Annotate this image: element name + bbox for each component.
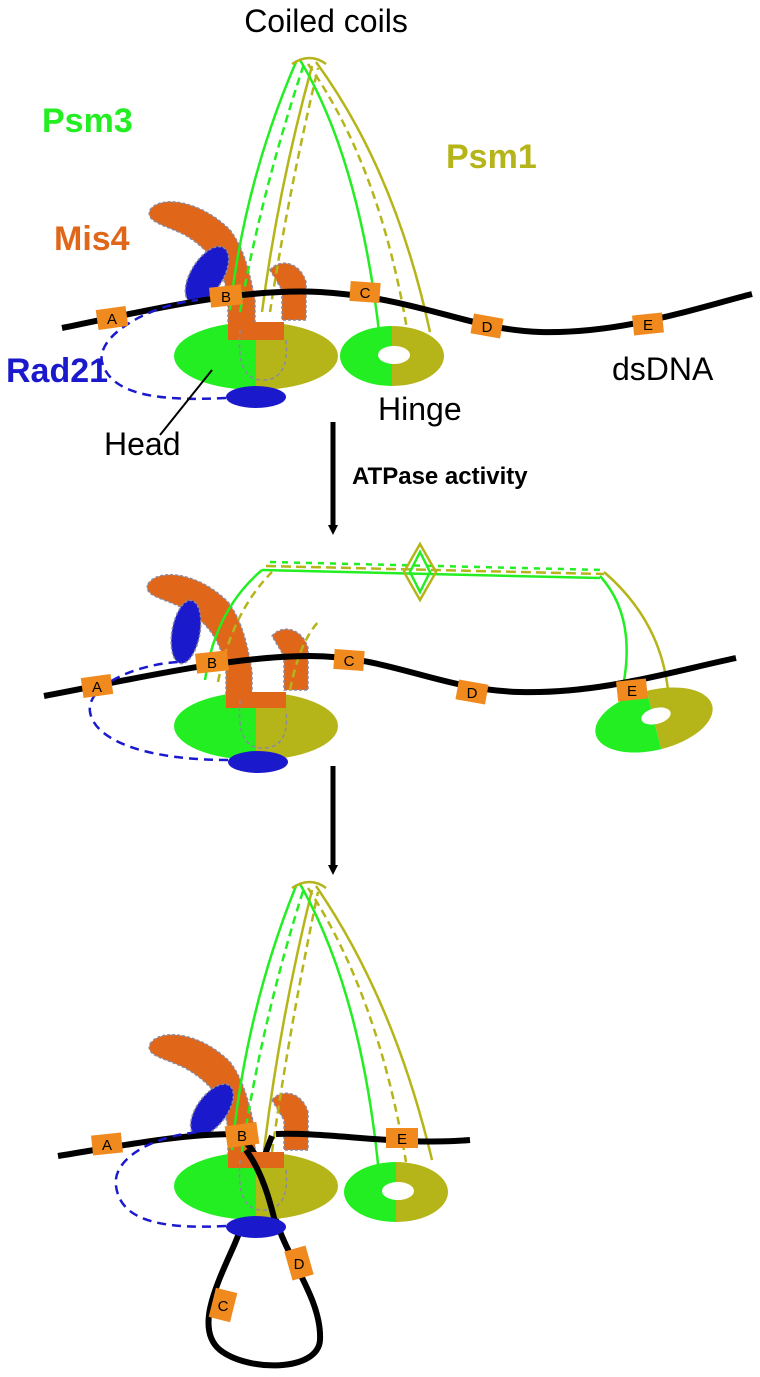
site-b: B <box>209 284 243 308</box>
smc-head-3 <box>174 1152 338 1220</box>
svg-text:D: D <box>467 685 478 702</box>
site-b-2: B <box>195 650 229 674</box>
svg-text:A: A <box>102 1137 112 1154</box>
mis4-label: Mis4 <box>54 220 130 258</box>
site-e: E <box>632 312 664 336</box>
rad21-bottom-oval-3 <box>226 1216 286 1238</box>
psm3-label: Psm3 <box>42 102 133 140</box>
smc-head-2 <box>174 692 338 760</box>
coiled-coils-label: Coiled coils <box>244 3 408 39</box>
hinge-label: Hinge <box>378 391 462 427</box>
rad21-top-oval-2 <box>170 599 202 665</box>
panel-2: A B C D E <box>43 541 737 773</box>
rad21-linker-dashed-2 <box>88 660 229 762</box>
psm3-coil-left <box>228 61 298 311</box>
svg-text:E: E <box>397 1131 407 1148</box>
smc-head <box>174 322 338 390</box>
svg-text:C: C <box>344 653 355 670</box>
coiled-coil-arms <box>228 56 432 341</box>
svg-text:A: A <box>92 679 102 696</box>
rad21-label: Rad21 <box>6 352 108 390</box>
svg-text:E: E <box>643 317 653 334</box>
psm1-coil-right <box>314 61 432 333</box>
hinge-panel-3 <box>344 1162 448 1222</box>
site-e-2: E <box>616 678 648 702</box>
dsdna-loop-front <box>243 1148 279 1227</box>
panel-1: Coiled coils Psm3 Psm1 Mis4 Rad21 <box>6 3 753 462</box>
svg-text:B: B <box>221 289 231 306</box>
dsdna-strand-3 <box>57 1130 471 1159</box>
head-pointer-line <box>159 369 213 436</box>
site-d: D <box>470 313 504 339</box>
psm1-label: Psm1 <box>446 138 537 176</box>
svg-text:C: C <box>360 285 371 302</box>
site-a: A <box>95 306 129 330</box>
coiled-coil-arms-3 <box>230 880 434 1165</box>
hinge-panel-2 <box>595 687 713 753</box>
site-c-3: C <box>208 1287 238 1323</box>
psm3-coil-left-b <box>238 63 306 313</box>
svg-text:E: E <box>627 683 637 700</box>
psm1-coil-left <box>260 65 314 313</box>
panel-3: A B E D C <box>57 880 471 1369</box>
site-c: C <box>349 280 381 304</box>
rad21-bottom-oval <box>226 386 286 408</box>
site-c-2: C <box>333 648 365 672</box>
svg-text:D: D <box>482 319 493 336</box>
site-a-2: A <box>80 674 114 698</box>
svg-text:C: C <box>218 1298 229 1315</box>
rad21-bottom-oval-2 <box>228 751 288 773</box>
rad21-linker-dashed <box>100 298 227 401</box>
site-a-3: A <box>91 1132 123 1156</box>
svg-text:D: D <box>294 1256 305 1273</box>
site-e-3: E <box>386 1128 418 1148</box>
svg-text:A: A <box>107 311 117 328</box>
head-label: Head <box>104 426 181 462</box>
rad21-top-oval <box>184 245 230 305</box>
site-d-3: D <box>284 1245 314 1281</box>
psm1-coil-left-b <box>268 67 320 313</box>
site-d-2: D <box>455 679 489 705</box>
hinge-panel-1 <box>340 326 444 386</box>
psm1-coil-right-b <box>306 63 410 336</box>
atpase-activity-label: ATPase activity <box>352 463 528 490</box>
site-b-3: B <box>224 1121 260 1149</box>
svg-text:B: B <box>237 1128 247 1145</box>
coil-top-loop <box>291 56 327 66</box>
rad21-linker-dashed-3 <box>114 1130 227 1228</box>
dsdna-label: dsDNA <box>612 351 714 387</box>
svg-text:B: B <box>207 655 217 672</box>
